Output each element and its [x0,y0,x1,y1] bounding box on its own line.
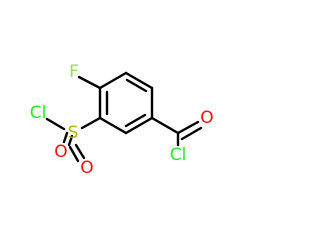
ring-bond-c4-c5 [124,116,154,135]
bond-c4-carbonyl-carbon [150,116,180,135]
sulfur-atom-label: S [68,123,79,143]
bond-sulfur-chlorine [45,117,66,131]
sulfonyl-chlorine-atom-label: Cl [30,103,47,123]
bond-carbonyl-oxygen-b [180,126,203,141]
ring-bond-c1-c2 [98,71,128,90]
oxygen-lower-atom-label: O [80,158,93,178]
bond-sulfur-oxygen-lower-a [68,145,80,163]
carbonyl-oxygen-atom-label: O [200,108,213,128]
bond-sulfur-oxygen-upper-a [62,131,69,144]
bond-carbonyl-oxygen-a [176,120,200,135]
oxygen-upper-atom-label: O [54,142,67,162]
ring-double-bond-c2-c3 [125,78,148,93]
structure-diagram: F Cl S O O O Cl [30,62,214,178]
acyl-chlorine-atom-label: Cl [170,145,187,165]
bond-c1-fluorine [77,75,102,90]
bond-c6-sulfur [80,116,102,130]
ring-bond-c2-c3 [124,71,154,90]
ring-bond-c5-c6 [98,116,128,135]
fluorine-atom-label: F [69,62,79,82]
molecule-drawing: F Cl S O O O Cl [30,62,214,178]
bond-sulfur-oxygen-lower-b [74,143,86,160]
bond-sulfur-oxygen-upper-b [67,134,74,147]
ring-double-bond-c4-c5 [124,113,147,128]
